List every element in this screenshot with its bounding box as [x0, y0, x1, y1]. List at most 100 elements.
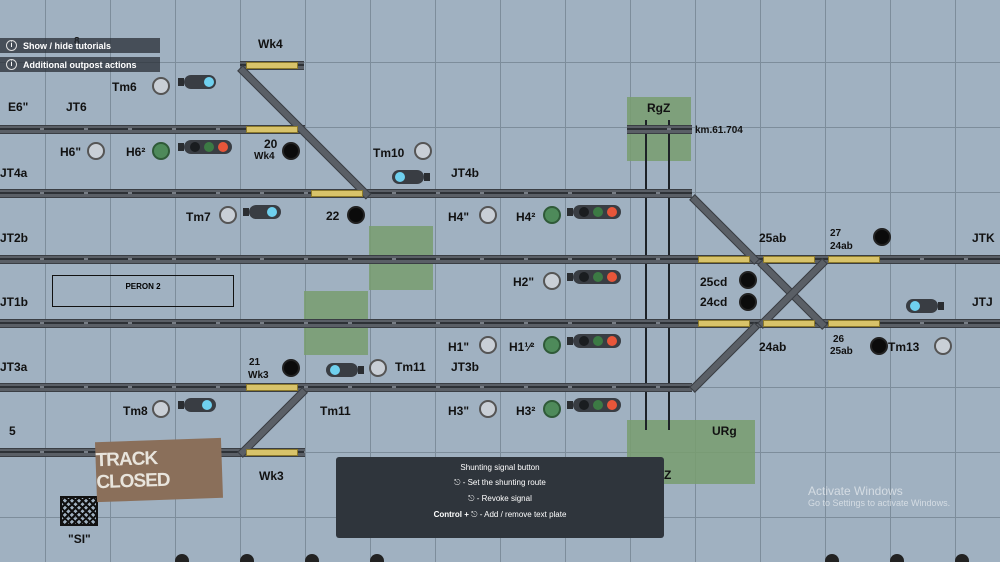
signal-tm11[interactable] — [326, 363, 364, 377]
button-h1pp[interactable] — [479, 336, 497, 354]
lamp-blue — [330, 365, 340, 375]
track-3[interactable] — [0, 383, 692, 392]
track-closed-sign[interactable]: TRACK CLOSED — [94, 437, 224, 503]
button-tm13[interactable] — [934, 337, 952, 355]
label-si: "SI" — [68, 532, 91, 546]
label-km: km.61.704 — [695, 125, 743, 136]
label-25ab: 25ab — [759, 231, 787, 245]
button-h62[interactable] — [152, 142, 170, 160]
button-21[interactable] — [282, 359, 300, 377]
lamp-red — [607, 272, 617, 282]
label-jt2b: JT2b — [0, 231, 29, 245]
rgz-line-1 — [645, 120, 647, 430]
label-jtj: JTJ — [972, 295, 993, 309]
occupied-2a — [698, 256, 750, 263]
button-h3pp[interactable] — [479, 400, 497, 418]
button-h6pp[interactable] — [87, 142, 105, 160]
label-20: 20 — [264, 137, 278, 151]
diag-east-lower[interactable] — [689, 322, 760, 393]
shunting-hint-panel: Shunting signal button ⎋ - Set the shunt… — [336, 457, 664, 538]
button-h42[interactable] — [543, 206, 561, 224]
watermark-title: Activate Windows — [808, 484, 903, 498]
label-wk3: Wk3 — [248, 370, 269, 381]
label-h62: H6² — [126, 145, 146, 159]
button-22[interactable] — [347, 206, 365, 224]
signal-h3[interactable] — [567, 398, 621, 412]
track-rgz[interactable] — [627, 125, 692, 134]
occupied-1a — [698, 320, 750, 327]
bottom-button-2[interactable] — [240, 554, 254, 562]
label-24ab-small: 24ab — [830, 241, 853, 252]
label-jtk: JTK — [972, 231, 995, 245]
label-tm13: Tm13 — [888, 340, 920, 354]
lamp-dark — [579, 336, 589, 346]
label-tm6: Tm6 — [112, 80, 137, 94]
button-h4pp[interactable] — [479, 206, 497, 224]
label-h42: H4² — [516, 210, 536, 224]
bottom-button-4[interactable] — [370, 554, 384, 562]
lamp-blue — [395, 172, 405, 182]
signal-tm6[interactable] — [178, 75, 216, 89]
label-26: 26 — [833, 334, 845, 345]
signal-h4[interactable] — [567, 205, 621, 219]
signal-tm8[interactable] — [178, 398, 216, 412]
signal-tm10[interactable] — [392, 170, 430, 184]
bottom-button-5[interactable] — [825, 554, 839, 562]
label-jt4b: JT4b — [451, 166, 480, 180]
signal-h6[interactable] — [178, 140, 232, 154]
bottom-button-6[interactable] — [890, 554, 904, 562]
label-h6pp: H6ʺ — [60, 145, 82, 159]
occupied-4 — [311, 190, 363, 197]
lamp-red — [218, 142, 228, 152]
si-indicator-icon[interactable] — [60, 496, 98, 526]
occupied-2b — [763, 256, 815, 263]
button-h1half[interactable] — [543, 336, 561, 354]
signal-h2[interactable] — [567, 270, 621, 284]
hint-line-3: Control + ⎋ - Add / remove text plate — [433, 510, 567, 519]
button-h2pp[interactable] — [543, 272, 561, 290]
hint-line-1: ⎋ - Set the shunting route — [454, 478, 546, 487]
button-25cd[interactable] — [739, 271, 757, 289]
button-tm11[interactable] — [369, 359, 387, 377]
label-h3pp: H3ʺ — [448, 404, 470, 418]
label-e6: E6ʺ — [8, 100, 29, 114]
track-6[interactable] — [0, 125, 305, 134]
label-25cd: 25cd — [700, 275, 728, 289]
bottom-button-1[interactable] — [175, 554, 189, 562]
tutorial-menu: i Show / hide tutorials i Additional out… — [0, 38, 160, 76]
show-hide-tutorials-button[interactable]: i Show / hide tutorials — [0, 38, 160, 53]
button-27[interactable] — [873, 228, 891, 246]
label-tm11b: Tm11 — [320, 404, 351, 418]
hint-line-2: ⎋ - Revoke signal — [468, 494, 532, 503]
info-icon: i — [6, 59, 17, 70]
lamp-green — [204, 142, 214, 152]
occupied-5 — [246, 449, 298, 456]
signal-h1[interactable] — [567, 334, 621, 348]
track-2[interactable] — [0, 255, 1000, 264]
signal-jtj[interactable] — [906, 299, 944, 313]
button-tm10[interactable] — [414, 142, 432, 160]
label-h4pp: H4ʺ — [448, 210, 470, 224]
button-26[interactable] — [870, 337, 888, 355]
button-24cd[interactable] — [739, 293, 757, 311]
label-urg: URg — [712, 424, 737, 438]
lamp-dark — [579, 207, 589, 217]
bottom-button-3[interactable] — [305, 554, 319, 562]
label-22: 22 — [326, 209, 340, 223]
label-tm7: Tm7 — [186, 210, 211, 224]
label-jt3a: JT3a — [0, 360, 28, 374]
button-tm8[interactable] — [152, 400, 170, 418]
label-wk4: Wk4 — [258, 37, 283, 51]
button-tm6[interactable] — [152, 77, 170, 95]
signal-tm7[interactable] — [243, 205, 281, 219]
label-25ab-small: 25ab — [830, 346, 853, 357]
button-20[interactable] — [282, 142, 300, 160]
button-tm7[interactable] — [219, 206, 237, 224]
track-1[interactable] — [0, 319, 1000, 328]
outpost-actions-button[interactable]: i Additional outpost actions — [0, 57, 160, 72]
label-jt6: JT6 — [66, 100, 87, 114]
occupied-3 — [246, 384, 298, 391]
mouse-right-icon: ⎋ — [468, 494, 477, 503]
button-h32[interactable] — [543, 400, 561, 418]
bottom-button-7[interactable] — [955, 554, 969, 562]
